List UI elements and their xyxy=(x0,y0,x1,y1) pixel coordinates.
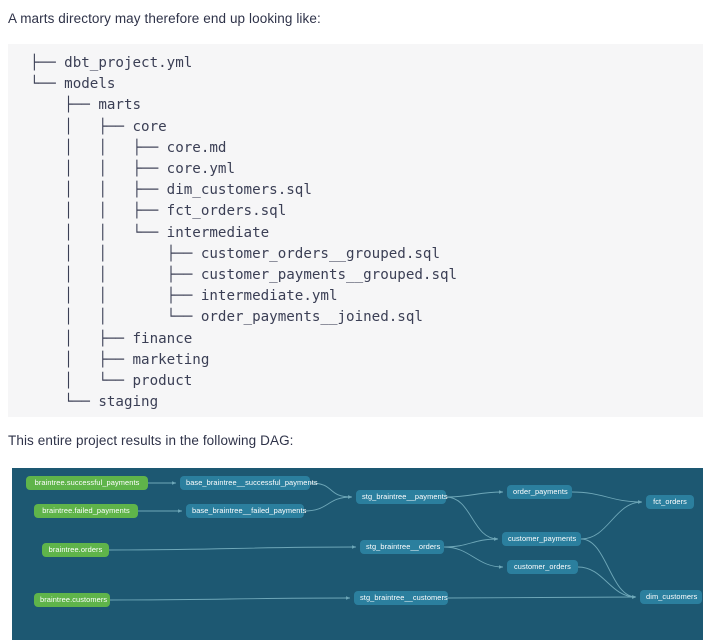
dag-node-stg_braintree_customers[interactable]: stg_braintree__customers xyxy=(354,591,448,605)
dag-edge-stg_braintree_orders-to-customer_orders xyxy=(443,546,504,569)
dag-node-stg_braintree_payments[interactable]: stg_braintree__payments xyxy=(356,490,448,504)
dag-paragraph: This entire project results in the follo… xyxy=(8,433,294,448)
dag-edge-customer_orders-to-dim_customers xyxy=(577,566,637,599)
dag-node-customer_payments[interactable]: customer_payments xyxy=(502,532,581,546)
dag-edge-base_braintree_failed_payments-to-stg_braintree_payments xyxy=(303,495,353,512)
dag-node-braintree_orders[interactable]: braintree.orders xyxy=(42,543,109,557)
dag-node-dim_customers[interactable]: dim_customers xyxy=(640,590,702,604)
dag-edge-customer_payments-to-fct_orders xyxy=(580,500,643,540)
dag-node-braintree_successful_payments[interactable]: braintree.successful_payments xyxy=(26,476,148,490)
dag-edge-braintree_orders-to-stg_braintree_orders xyxy=(108,545,357,551)
dag-edge-stg_braintree_orders-to-customer_payments xyxy=(443,537,499,548)
directory-tree-code-block: ├── dbt_project.yml └── models ├── marts… xyxy=(8,44,703,417)
dag-edge-layer xyxy=(108,481,643,601)
dag-edge-stg_braintree_payments-to-order_payments xyxy=(445,490,504,498)
dag-node-order_payments[interactable]: order_payments xyxy=(507,485,572,499)
dag-node-braintree_customers[interactable]: braintree.customers xyxy=(34,593,110,607)
dag-edge-stg_braintree_customers-to-dim_customers xyxy=(447,595,637,599)
dag-node-customer_orders[interactable]: customer_orders xyxy=(507,560,578,574)
dag-node-braintree_failed_payments[interactable]: braintree.failed_payments xyxy=(34,504,138,518)
dag-node-base_braintree_successful_payments[interactable]: base_braintree__successful_payments xyxy=(180,476,318,490)
dag-edge-base_braintree_successful_payments-to-stg_braintree_payments xyxy=(309,482,353,499)
dag-node-fct_orders[interactable]: fct_orders xyxy=(646,495,694,509)
dag-node-base_braintree_failed_payments[interactable]: base_braintree__failed_payments xyxy=(186,504,306,518)
dag-node-stg_braintree_orders[interactable]: stg_braintree__orders xyxy=(360,540,444,554)
intro-paragraph: A marts directory may therefore end up l… xyxy=(8,11,321,26)
dag-edge-order_payments-to-fct_orders xyxy=(571,491,643,504)
dag-edge-customer_payments-to-dim_customers xyxy=(580,538,637,599)
dag-edge-stg_braintree_payments-to-customer_payments xyxy=(445,496,499,541)
directory-tree-text: ├── dbt_project.yml └── models ├── marts… xyxy=(30,55,458,411)
dag-edge-braintree_customers-to-stg_braintree_customers xyxy=(109,596,351,601)
dag-diagram: braintree.successful_payments braintree.f… xyxy=(12,468,703,640)
